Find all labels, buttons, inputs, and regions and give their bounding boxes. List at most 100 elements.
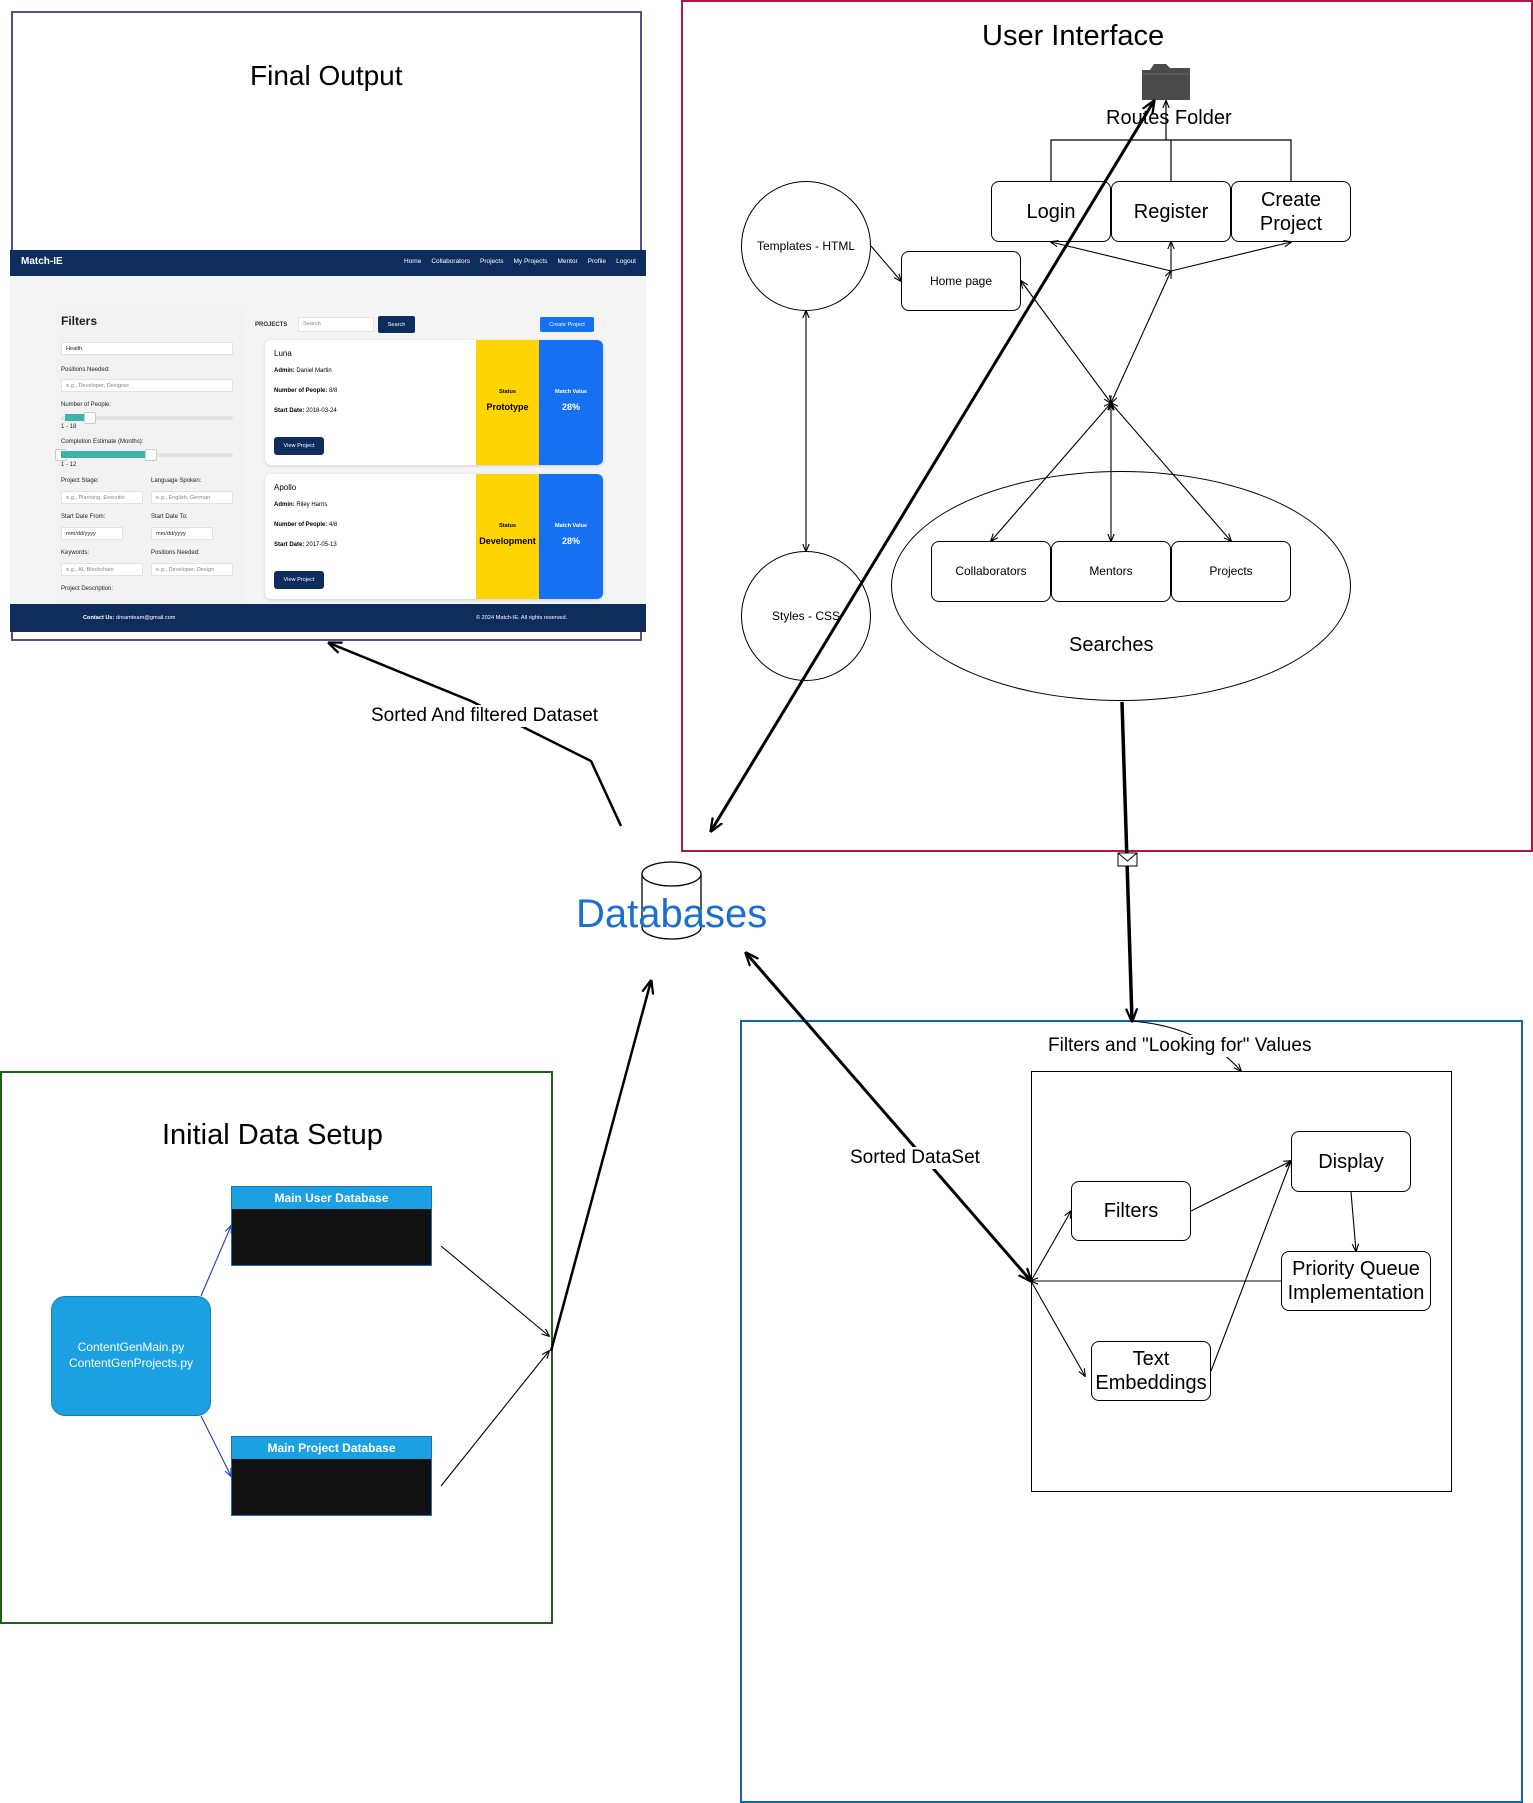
searches-label: Searches bbox=[1069, 634, 1154, 656]
match-label: Match Value bbox=[554, 389, 588, 395]
main-user-database: Main User Database bbox=[231, 1186, 432, 1266]
project-name: Apollo bbox=[274, 483, 297, 492]
people-label: Number of People: bbox=[61, 402, 112, 408]
project-admin: Admin: Riley Harris bbox=[274, 502, 328, 508]
nav-logout[interactable]: Logout bbox=[616, 258, 636, 265]
project-name: Luna bbox=[274, 349, 292, 358]
create-project-node: Create Project bbox=[1231, 181, 1351, 242]
edge-label-sorted-dataset: Sorted DataSet bbox=[848, 1147, 982, 1169]
project-start-date: Start Date: 2018-03-24 bbox=[274, 408, 337, 414]
nav-mentor[interactable]: Mentor bbox=[557, 258, 578, 265]
footer-contact: Contact Us: dreamteam@gmail.com bbox=[83, 615, 176, 621]
positions-input[interactable]: e.g., Developer, Designer bbox=[61, 379, 233, 392]
folder-icon bbox=[1140, 60, 1192, 102]
view-project-button[interactable]: View Project bbox=[274, 437, 324, 455]
edge-label-filters-values: Filters and "Looking for" Values bbox=[1046, 1035, 1314, 1057]
filters-node: Filters bbox=[1071, 1181, 1191, 1241]
filters-title: Filters bbox=[61, 314, 98, 328]
display-node: Display bbox=[1291, 1131, 1411, 1192]
project-search-input[interactable]: Search bbox=[298, 317, 374, 332]
description-label: Project Description: bbox=[61, 586, 114, 592]
envelope-icon bbox=[1117, 852, 1138, 867]
main-user-db-header: Main User Database bbox=[232, 1187, 431, 1209]
project-people: Number of People: 4/8 bbox=[274, 522, 338, 528]
home-page-node: Home page bbox=[901, 251, 1021, 311]
start-to-input[interactable]: mm/dd/yyyy bbox=[151, 527, 213, 540]
keywords-label: Keywords: bbox=[61, 550, 90, 556]
start-from-input[interactable]: mm/dd/yyyy bbox=[61, 527, 123, 540]
project-people: Number of People: 8/8 bbox=[274, 388, 338, 394]
positions2-input[interactable]: e.g., Developer, Design bbox=[151, 563, 233, 576]
match-value: 28% bbox=[561, 402, 580, 412]
stage-input[interactable]: e.g., Planning, Executio bbox=[61, 491, 143, 504]
user-interface-frame bbox=[681, 0, 1533, 852]
language-input[interactable]: e.g., English, German bbox=[151, 491, 233, 504]
status-panel: Status Development bbox=[476, 474, 539, 599]
status-value: Prototype bbox=[486, 402, 529, 412]
footer-copyright: © 2024 Match-IE. All rights reserved. bbox=[476, 615, 568, 621]
completion-range: 1 - 12 bbox=[61, 462, 77, 468]
app-brand[interactable]: Match-IE bbox=[21, 256, 63, 267]
people-range: 1 - 18 bbox=[61, 424, 77, 430]
styles-node: Styles - CSS bbox=[741, 551, 871, 681]
people-slider-track[interactable] bbox=[61, 416, 233, 420]
nav-links: Home Collaborators Projects My Projects … bbox=[404, 258, 636, 265]
priority-queue-node: Priority Queue Implementation bbox=[1281, 1251, 1431, 1311]
final-output-title: Final Output bbox=[250, 60, 403, 91]
people-slider-fill bbox=[65, 414, 86, 421]
start-from-label: Start Date From: bbox=[61, 514, 106, 520]
project-admin: Admin: Daniel Martin bbox=[274, 368, 332, 374]
mentors-node: Mentors bbox=[1051, 541, 1171, 602]
search-button[interactable]: Search bbox=[378, 316, 415, 333]
match-panel: Match Value 28% bbox=[539, 340, 603, 465]
edge-databases-final-output bbox=[329, 643, 623, 827]
nav-my-projects[interactable]: My Projects bbox=[513, 258, 548, 265]
initial-setup-title: Initial Data Setup bbox=[162, 1119, 383, 1151]
create-project-button[interactable]: Create Project bbox=[540, 317, 594, 332]
script-main: ContentGenMain.py bbox=[77, 1340, 185, 1355]
main-project-database: Main Project Database bbox=[231, 1436, 432, 1516]
ui-title: User Interface bbox=[982, 20, 1165, 52]
database-icon bbox=[640, 860, 703, 941]
projects-node: Projects bbox=[1171, 541, 1291, 602]
script-projects: ContentGenProjects.py bbox=[68, 1356, 194, 1370]
nav-profile[interactable]: Profile bbox=[587, 258, 607, 265]
filters-panel: Filters Health Positions Needed: e.g., D… bbox=[55, 305, 245, 605]
positions2-label: Positions Needed: bbox=[151, 550, 200, 556]
status-panel: Status Prototype bbox=[476, 340, 539, 465]
keywords-input[interactable]: e.g., AI, Blockchain bbox=[61, 563, 143, 576]
templates-node: Templates - HTML bbox=[741, 181, 871, 311]
match-value: 28% bbox=[561, 536, 580, 546]
app-navbar: Match-IE Home Collaborators Projects My … bbox=[10, 250, 646, 276]
start-to-label: Start Date To: bbox=[151, 514, 188, 520]
nav-home[interactable]: Home bbox=[403, 258, 422, 265]
filter-search-input[interactable]: Health bbox=[61, 342, 233, 355]
edge-label-sorted-filtered: Sorted And filtered Dataset bbox=[369, 705, 601, 727]
status-value: Development bbox=[479, 536, 536, 546]
edge-setup-databases bbox=[549, 981, 651, 1352]
nav-projects[interactable]: Projects bbox=[480, 258, 504, 265]
completion-slider-handle-max[interactable] bbox=[145, 449, 157, 461]
app-screenshot: Match-IE Home Collaborators Projects My … bbox=[10, 250, 646, 632]
status-label: Status bbox=[498, 389, 517, 395]
completion-label: Completion Estimate (Months): bbox=[61, 439, 144, 445]
text-embeddings-node: Text Embeddings bbox=[1091, 1341, 1211, 1401]
main-project-db-header: Main Project Database bbox=[232, 1437, 431, 1459]
login-node: Login bbox=[991, 181, 1111, 242]
project-start-date: Start Date: 2017-05-13 bbox=[274, 542, 337, 548]
status-label: Status bbox=[498, 523, 517, 529]
project-card: Luna Admin: Daniel Martin Number of Peop… bbox=[265, 340, 603, 465]
routes-folder-label: Routes Folder bbox=[1106, 107, 1232, 129]
completion-slider-fill bbox=[61, 451, 147, 458]
app-footer: Contact Us: dreamteam@gmail.com © 2024 M… bbox=[10, 604, 646, 632]
project-card: Apollo Admin: Riley Harris Number of Peo… bbox=[265, 474, 603, 599]
match-label: Match Value bbox=[554, 523, 588, 529]
stage-label: Project Stage: bbox=[61, 478, 99, 484]
collaborators-node: Collaborators bbox=[931, 541, 1051, 602]
people-slider-handle[interactable] bbox=[84, 412, 96, 424]
nav-collaborators[interactable]: Collaborators bbox=[431, 258, 470, 265]
language-label: Language Spoken: bbox=[151, 478, 202, 484]
footer-email[interactable]: dreamteam@gmail.com bbox=[115, 615, 176, 621]
positions-label: Positions Needed: bbox=[61, 367, 110, 373]
view-project-button[interactable]: View Project bbox=[274, 571, 324, 589]
